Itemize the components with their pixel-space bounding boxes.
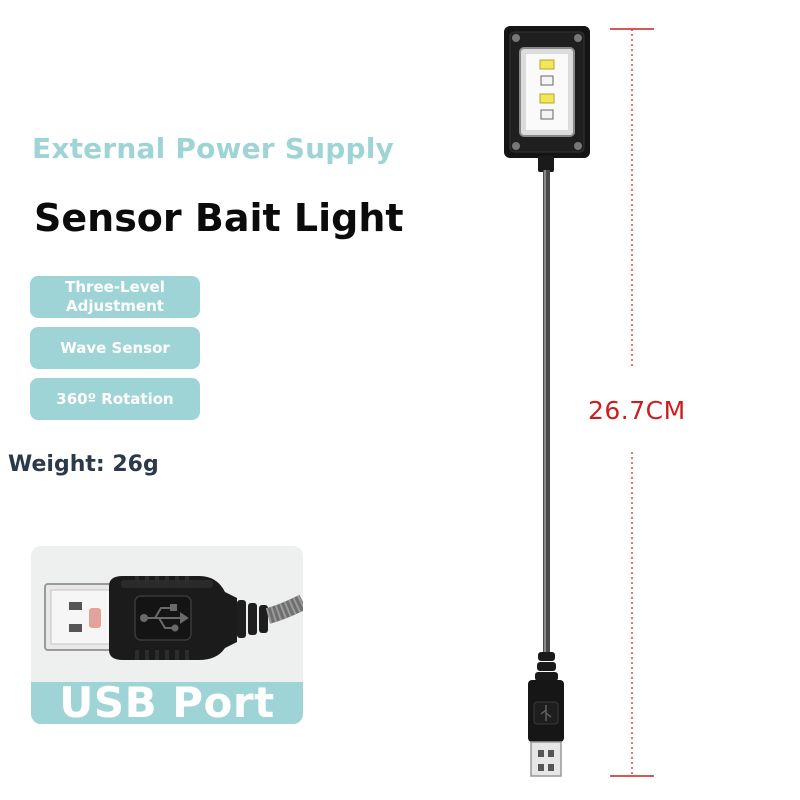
gooseneck-cable <box>543 170 550 652</box>
feature-badge-rotation: 360º Rotation <box>30 378 200 420</box>
weight-text: Weight: 26g <box>8 452 159 477</box>
subtitle: External Power Supply <box>32 132 394 165</box>
usb-plug-closeup-image <box>44 576 303 660</box>
usb-port-card: USB Port <box>31 546 303 724</box>
dimension-label: 26.7CM <box>588 396 686 425</box>
feature-badge-three-level: Three-Level Adjustment <box>30 276 200 318</box>
usb-symbol-icon <box>140 604 189 632</box>
screw-icon <box>574 34 582 42</box>
usb-symbol-icon <box>540 705 552 721</box>
usb-port-label: USB Port <box>59 678 275 725</box>
bait-light-product-image <box>504 26 590 777</box>
product-title: Sensor Bait Light <box>34 196 404 240</box>
dimension-line <box>610 28 654 777</box>
screw-icon <box>512 34 520 42</box>
usb-card-label-band <box>31 682 303 724</box>
usb-connector <box>530 741 562 777</box>
screw-icon <box>512 142 520 150</box>
feature-badge-wave-sensor: Wave Sensor <box>30 327 200 369</box>
screw-icon <box>574 142 582 150</box>
